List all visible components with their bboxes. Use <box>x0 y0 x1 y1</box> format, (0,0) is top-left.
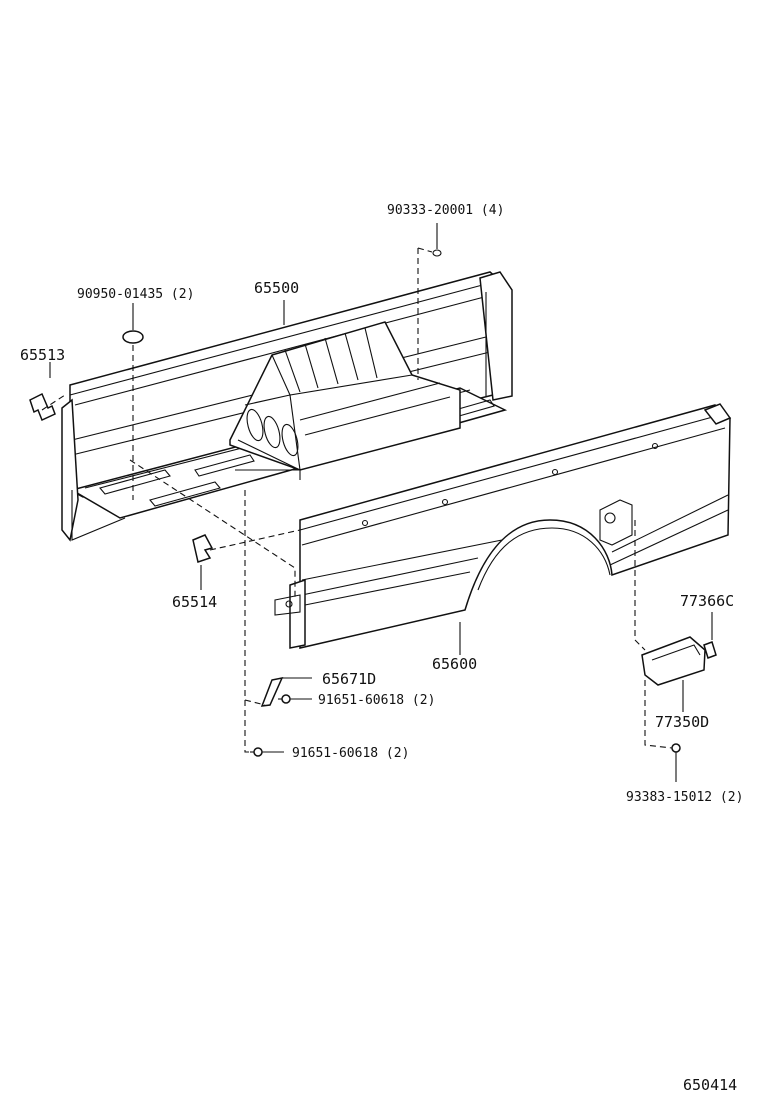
clip-90333 <box>432 249 442 257</box>
label-65671d: 65671D <box>322 670 376 688</box>
label-65500: 65500 <box>254 279 299 297</box>
inner-bed-panel-65500 <box>61 271 513 542</box>
bracket-65671d <box>260 676 284 707</box>
label-77350d: 77350D <box>655 713 709 731</box>
label-65514: 65514 <box>172 593 217 611</box>
label-90950: 90950-01435 (2) <box>77 287 194 302</box>
label-91651-a: 91651-60618 (2) <box>318 693 435 708</box>
clip-77366c <box>703 641 717 659</box>
label-65513: 65513 <box>20 346 65 364</box>
label-90333: 90333-20001 (4) <box>387 203 504 218</box>
bolt-91651-a <box>278 694 291 704</box>
label-91651-b: 91651-60618 (2) <box>292 746 409 761</box>
diagram-id: 650414 <box>683 1076 737 1094</box>
label-77366c: 77366C <box>680 592 734 610</box>
label-93383: 93383-15012 (2) <box>626 790 743 805</box>
outer-side-panel-65600 <box>274 403 732 649</box>
label-65600: 65600 <box>432 655 477 673</box>
bracket-65514 <box>192 534 214 563</box>
bolt-91651-b <box>250 747 263 757</box>
bracket-65513 <box>29 392 56 422</box>
screw-93383 <box>671 743 681 753</box>
fuel-lid-77350d <box>641 636 706 686</box>
grommet-90950 <box>122 330 144 344</box>
